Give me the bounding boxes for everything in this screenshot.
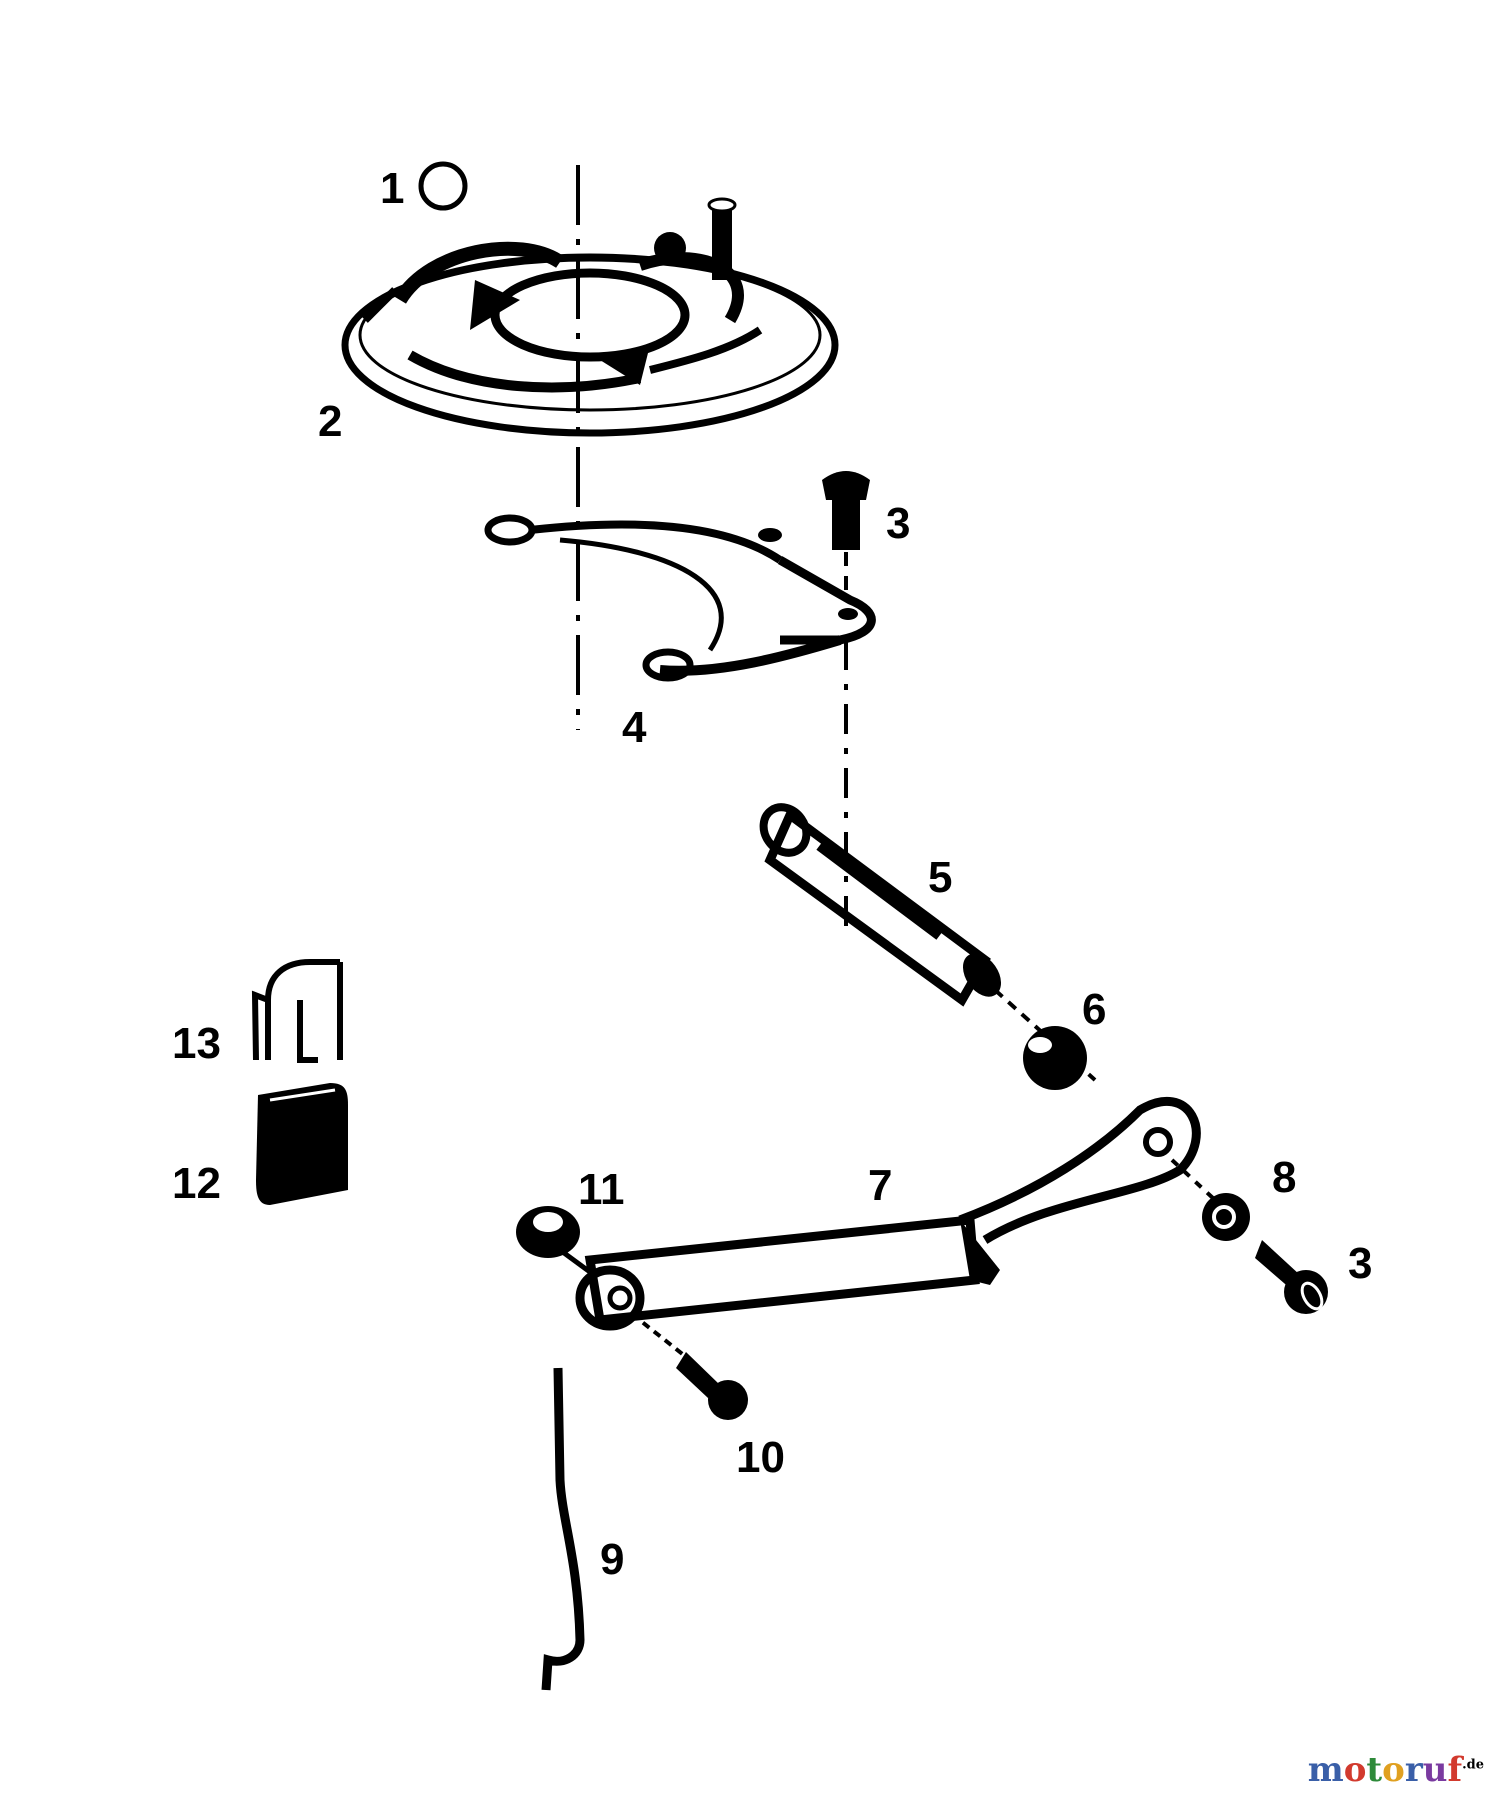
label-part-5: 5 [928, 853, 952, 902]
label-part-11: 11 [578, 1165, 625, 1214]
part-1-plug [418, 161, 468, 211]
label-part-10: 10 [736, 1433, 785, 1482]
label-part-1: 1 [380, 164, 404, 213]
label-part-12: 12 [172, 1159, 221, 1208]
label-part-4: 4 [622, 703, 647, 752]
watermark-letter-1: m [1307, 1750, 1344, 1790]
part-2-base-plate [341, 197, 839, 437]
part-13-clip [251, 959, 343, 1063]
label-part-13: 13 [172, 1019, 221, 1068]
part-5-shaft [759, 803, 1002, 1007]
label-part-3-lower: 3 [1348, 1239, 1372, 1288]
label-part-9: 9 [600, 1535, 624, 1584]
motoruf-watermark-logo: motoruf.de [1308, 1750, 1484, 1790]
watermark-letter-4: o [1382, 1750, 1405, 1790]
watermark-suffix: .de [1462, 1757, 1484, 1773]
part-4-fork-lever [484, 514, 876, 682]
label-part-6: 6 [1082, 985, 1106, 1034]
part-7-lever-arm [575, 1097, 1201, 1331]
part-12-block [256, 1083, 348, 1205]
part-3-screw-upper [822, 471, 870, 590]
watermark-letter-6: u [1422, 1750, 1448, 1790]
part-10-bolt [630, 1312, 748, 1420]
label-part-8: 8 [1272, 1153, 1296, 1202]
watermark-letter-5: r [1404, 1750, 1423, 1790]
part-6-nut [1023, 1026, 1087, 1090]
part-3-screw-lower [1255, 1240, 1328, 1314]
watermark-letter-3: t [1366, 1750, 1383, 1790]
watermark-letter-7: f [1447, 1750, 1463, 1790]
label-part-3-upper: 3 [886, 499, 910, 548]
part-9-rod [541, 1367, 585, 1691]
part-8-washer [1170, 1158, 1250, 1241]
part-11-cap [516, 1206, 592, 1275]
watermark-letter-2: o [1343, 1750, 1367, 1790]
label-part-2: 2 [318, 397, 342, 446]
label-part-7: 7 [868, 1161, 892, 1210]
